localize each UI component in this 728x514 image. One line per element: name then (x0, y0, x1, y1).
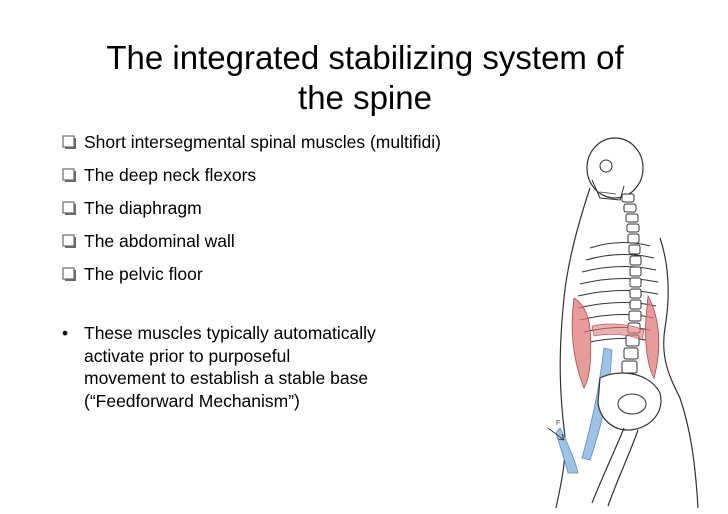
muscle-checklist: Short intersegmental spinal muscles (mul… (62, 126, 441, 291)
list-item: Short intersegmental spinal muscles (mul… (62, 126, 441, 159)
checkbox-bullet-icon (62, 267, 77, 282)
slide-title: The integrated stabilizing system of the… (60, 38, 670, 118)
list-item-label: The pelvic floor (84, 264, 203, 284)
figure-label: F (556, 420, 561, 427)
list-item: The deep neck flexors (62, 159, 441, 192)
list-item: The pelvic floor (62, 258, 441, 291)
feedforward-bullet: • These muscles typically automatically … (62, 322, 482, 412)
bullet-dot-icon: • (62, 323, 69, 343)
list-item: The diaphragm (62, 192, 441, 225)
list-item-label: Short intersegmental spinal muscles (mul… (84, 132, 441, 152)
list-item-label: The diaphragm (84, 198, 202, 218)
list-item-label: The deep neck flexors (84, 165, 257, 185)
list-item-label: The abdominal wall (84, 231, 235, 251)
checkbox-bullet-icon (62, 168, 77, 183)
bullet-line: (“Feedforward Mechanism”) (84, 390, 300, 411)
skeleton-torso-illustration (547, 137, 699, 508)
bullet-line: movement to establish a stable base (84, 368, 369, 388)
bullet-line: These muscles typically automatically (84, 323, 376, 343)
bullet-text: These muscles typically automatically ac… (84, 322, 376, 412)
checkbox-bullet-icon (62, 234, 77, 249)
bullet-line: activate prior to purposeful (84, 345, 291, 366)
title-line-1: The integrated stabilizing system of (106, 39, 624, 76)
list-item: The abdominal wall (62, 225, 441, 258)
checkbox-bullet-icon (62, 201, 77, 216)
title-line-2: the spine (298, 79, 432, 116)
checkbox-bullet-icon (62, 135, 77, 150)
